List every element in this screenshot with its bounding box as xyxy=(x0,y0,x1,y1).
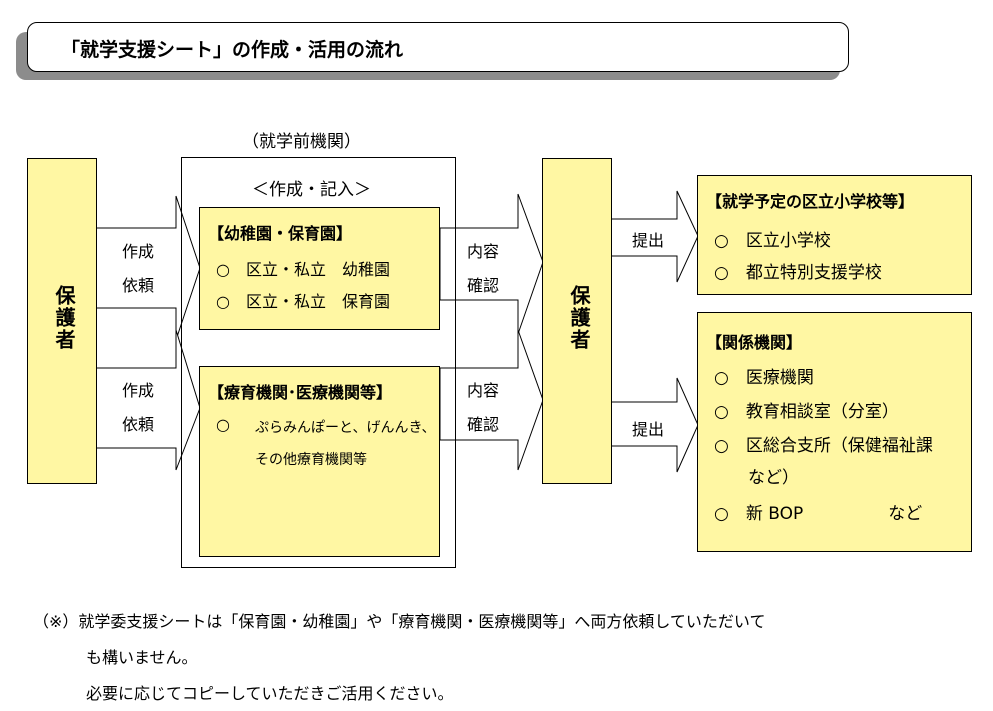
related-item: ○ 区総合支所（保健福祉課 xyxy=(714,436,933,456)
request-label-1a: 作成 xyxy=(122,242,155,261)
request-label-1b: 依頼 xyxy=(122,276,155,295)
kindergarten-item: ○ 区立・私立 幼稚園 xyxy=(216,260,390,279)
confirm-label-1b: 確認 xyxy=(467,276,500,295)
submit-label-2: 提出 xyxy=(632,420,665,439)
guardian-label-left: 保護者 xyxy=(52,285,76,351)
arrow-submit-2 xyxy=(610,377,699,473)
therapy-box: 【療育機関･医療機関等】 ○ ぷらみんぽーと、げんんき、 その他療育機関等 xyxy=(199,366,440,557)
confirm-label-1a: 内容 xyxy=(467,242,500,261)
kindergarten-heading: 【幼稚園・保育園】 xyxy=(208,224,353,243)
footnote-line: も構いません。 xyxy=(86,648,198,667)
confirm-label-2a: 内容 xyxy=(467,381,500,400)
submit-label-1: 提出 xyxy=(632,231,665,250)
preschool-frame xyxy=(181,157,456,568)
request-label-2b: 依頼 xyxy=(122,415,155,434)
guardian-label-right: 保護者 xyxy=(567,285,591,351)
school-item: ○ 区立小学校 xyxy=(714,231,831,251)
kindergarten-item: ○ 区立・私立 保育園 xyxy=(216,292,390,311)
create-fill-heading: ＜作成・記入＞ xyxy=(252,180,371,200)
related-item: ○ 新 BOP など xyxy=(714,504,923,524)
related-item: など） xyxy=(714,468,799,488)
guardian-box-right: 保護者 xyxy=(542,158,612,484)
related-item: ○ 医療機関 xyxy=(714,368,814,388)
preschool-heading: （就学前機関） xyxy=(242,132,361,152)
therapy-heading: 【療育機関･医療機関等】 xyxy=(208,383,393,402)
arrow-confirm-2 xyxy=(439,329,544,471)
related-heading: 【関係機関】 xyxy=(706,333,803,352)
therapy-item: その他療育機関等 xyxy=(255,452,367,468)
school-box: 【就学予定の区立小学校等】 ○ 区立小学校 ○ 都立特別支援学校 xyxy=(697,175,972,295)
arrow-request-2 xyxy=(95,329,201,471)
related-box: 【関係機関】 ○ 医療機関 ○ 教育相談室（分室） ○ 区総合支所（保健福祉課 … xyxy=(697,312,972,552)
arrow-request-1 xyxy=(95,195,201,341)
request-label-2a: 作成 xyxy=(122,381,155,400)
kindergarten-box: 【幼稚園・保育園】 ○ 区立・私立 幼稚園 ○ 区立・私立 保育園 xyxy=(199,207,440,330)
footnote-line: 必要に応じてコピーしていただきご活用ください。 xyxy=(86,684,454,703)
title-banner: 「就学支援シート」の作成・活用の流れ xyxy=(27,22,849,72)
school-item: ○ 都立特別支援学校 xyxy=(714,263,882,283)
confirm-label-2b: 確認 xyxy=(467,415,500,434)
arrow-confirm-1 xyxy=(439,193,544,335)
footnote-line: （※）就学委支援シートは「保育園・幼稚園」や「療育機関・医療機関等」へ両方依頼し… xyxy=(33,612,766,631)
related-item: ○ 教育相談室（分室） xyxy=(714,402,899,422)
therapy-bullet: ○ xyxy=(216,415,230,434)
guardian-box-left: 保護者 xyxy=(27,158,97,484)
page-title: 「就学支援シート」の作成・活用の流れ xyxy=(61,39,404,61)
school-heading: 【就学予定の区立小学校等】 xyxy=(706,192,915,211)
arrow-submit-1 xyxy=(610,190,699,283)
therapy-item: ぷらみんぽーと、げんんき、 xyxy=(255,420,436,436)
